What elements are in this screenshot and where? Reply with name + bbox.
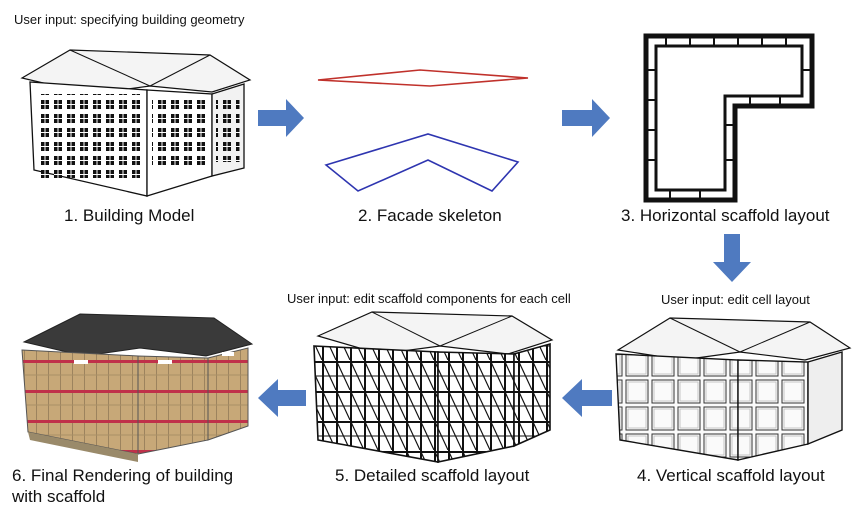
step-caption-building-model: 1. Building Model bbox=[64, 206, 195, 225]
step-caption-horizontal-layout: 3. Horizontal scaffold layout bbox=[621, 206, 830, 225]
vertical-scaffold-illustration bbox=[615, 317, 852, 461]
arrow-right-icon bbox=[258, 99, 304, 137]
user-input-note-geometry: User input: specifying building geometry bbox=[14, 12, 245, 27]
user-input-note-cell-layout: User input: edit cell layout bbox=[661, 292, 810, 307]
final-rendering-illustration bbox=[21, 313, 254, 462]
building-model-illustration bbox=[20, 49, 252, 197]
arrow-right-icon bbox=[562, 99, 610, 137]
user-input-note-components: User input: edit scaffold components for… bbox=[287, 291, 571, 306]
detailed-scaffold-illustration bbox=[313, 311, 554, 463]
step-caption-facade-skeleton: 2. Facade skeleton bbox=[358, 206, 502, 225]
step-caption-final-rendering: 6. Final Rendering of building bbox=[12, 466, 234, 485]
step-caption-detailed-layout: 5. Detailed scaffold layout bbox=[335, 466, 530, 485]
arrow-left-icon bbox=[258, 379, 306, 417]
facade-skeleton-illustration bbox=[317, 69, 529, 192]
step-caption-final-rendering-line2: with scaffold bbox=[12, 487, 106, 506]
arrow-left-icon bbox=[562, 379, 612, 417]
horizontal-scaffold-illustration bbox=[643, 33, 815, 203]
arrow-down-icon bbox=[713, 234, 751, 282]
step-caption-vertical-layout: 4. Vertical scaffold layout bbox=[637, 466, 825, 485]
